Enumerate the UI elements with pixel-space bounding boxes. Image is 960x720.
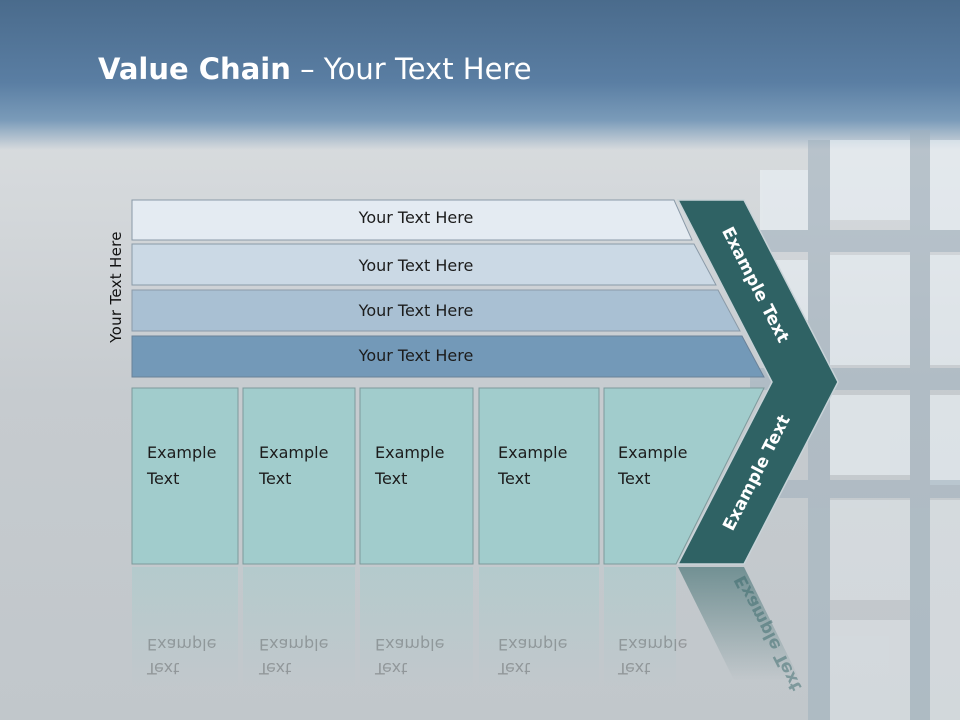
box-label-1: Example Text — [147, 388, 216, 564]
reflection-line: Example — [147, 635, 217, 654]
box-label-5: Example Text — [618, 388, 687, 564]
reflection-line: Example — [498, 635, 568, 654]
reflection-box-5 — [604, 567, 676, 687]
reflection-line: Text — [618, 659, 651, 678]
box-label-line: Text — [375, 469, 408, 488]
band-2 — [131, 243, 717, 286]
reflection-label-5: Text Example — [618, 632, 687, 680]
band-3 — [131, 289, 741, 332]
box-label-3: Example Text — [375, 388, 444, 564]
activity-box-1 — [131, 387, 239, 565]
box-label-2: Example Text — [259, 388, 328, 564]
box-label-line: Text — [147, 469, 180, 488]
band-4 — [131, 335, 765, 378]
reflection-box-4 — [479, 567, 599, 687]
chevron-arrow — [676, 199, 839, 565]
box-label-4: Example Text — [498, 388, 567, 564]
activity-box-4 — [478, 387, 600, 565]
band-1 — [131, 199, 693, 241]
box-label-line: Text — [259, 469, 292, 488]
reflection-box-3 — [360, 567, 473, 687]
activity-box-5 — [603, 387, 765, 565]
title-bold: Value Chain — [98, 52, 291, 86]
slide-title: Value Chain – Your Text Here — [98, 52, 532, 86]
box-label-line: Text — [618, 469, 651, 488]
reflection-box-1 — [132, 567, 238, 687]
reflection-chevron — [678, 567, 800, 680]
reflection-box-2 — [243, 567, 355, 687]
header-band — [0, 0, 960, 150]
reflection-label-4: Text Example — [498, 632, 567, 680]
band-label-1: Your Text Here — [358, 208, 474, 227]
reflection-label-1: Text Example — [147, 632, 216, 680]
reflection-line: Text — [147, 659, 180, 678]
box-label-line: Example — [259, 443, 329, 462]
box-label-line: Example — [618, 443, 688, 462]
reflection-line: Example — [259, 635, 329, 654]
reflection-label-3: Text Example — [375, 632, 444, 680]
activity-box-2 — [242, 387, 356, 565]
band-label-2: Your Text Here — [358, 256, 474, 275]
band-label-4: Your Text Here — [358, 346, 474, 365]
activity-box-3 — [359, 387, 474, 565]
band-label-3: Your Text Here — [358, 301, 474, 320]
reflection-line: Example — [618, 635, 688, 654]
reflection-label-2: Text Example — [259, 632, 328, 680]
reflection-line: Text — [375, 659, 408, 678]
reflection-line: Text — [498, 659, 531, 678]
box-label-line: Example — [375, 443, 445, 462]
box-label-line: Example — [498, 443, 568, 462]
box-label-line: Example — [147, 443, 217, 462]
title-rest: – Your Text Here — [290, 52, 532, 86]
reflection-line: Example — [375, 635, 445, 654]
box-label-line: Text — [498, 469, 531, 488]
reflection-line: Text — [259, 659, 292, 678]
